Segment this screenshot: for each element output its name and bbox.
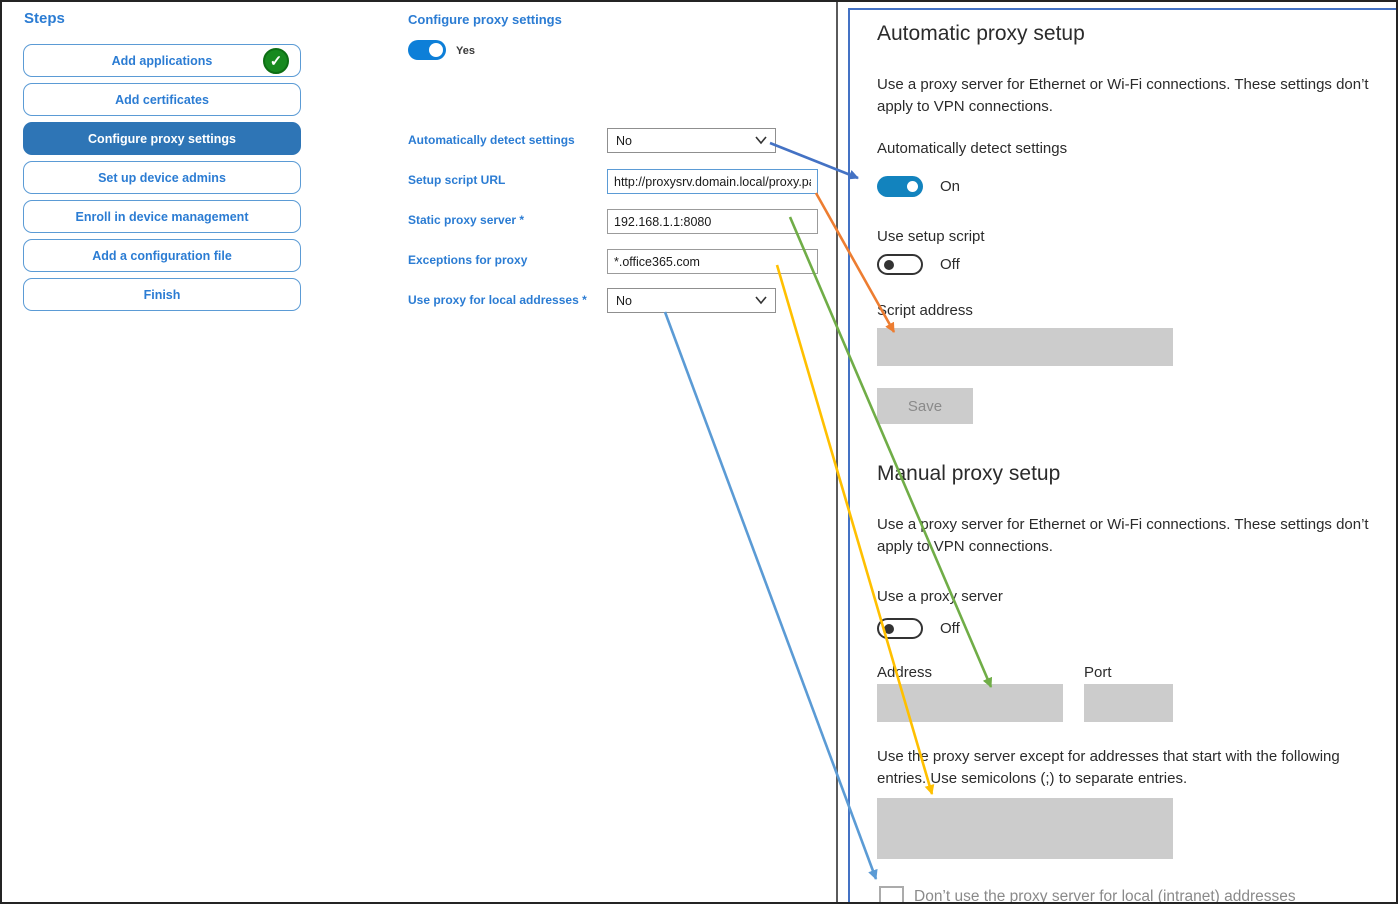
input-setup-script-url[interactable] xyxy=(607,169,818,194)
step-label: Finish xyxy=(143,287,181,302)
step-set-up-device-admins[interactable]: Set up device admins xyxy=(23,161,301,194)
step-label: Add certificates xyxy=(115,92,209,107)
local-intranet-checkbox[interactable] xyxy=(879,886,904,904)
toggle-knob xyxy=(907,181,918,192)
field-label-use-proxy-local: Use proxy for local addresses * xyxy=(408,293,587,307)
step-label: Add applications xyxy=(111,53,213,68)
step-label: Enroll in device management xyxy=(75,209,249,224)
step-label: Add a configuration file xyxy=(92,248,232,263)
toggle-state-label: Yes xyxy=(456,45,475,57)
step-add-applications[interactable]: Add applications ✓ xyxy=(23,44,301,77)
toggle-knob xyxy=(884,623,894,634)
field-label-automatically-detect: Automatically detect settings xyxy=(408,133,575,147)
steps-panel-title: Steps xyxy=(24,10,65,27)
local-addresses-arrow xyxy=(663,311,878,880)
step-add-a-configuration-file[interactable]: Add a configuration file xyxy=(23,239,301,272)
select-value: No xyxy=(616,133,632,148)
step-enroll-in-device-management[interactable]: Enroll in device management xyxy=(23,200,301,233)
chevron-down-icon xyxy=(755,136,767,145)
use-setup-script-label: Use setup script xyxy=(877,228,985,245)
select-automatically-detect[interactable]: No xyxy=(607,128,776,153)
form-title: Configure proxy settings xyxy=(408,12,562,27)
use-proxy-server-toggle[interactable] xyxy=(877,618,923,639)
save-button[interactable]: Save xyxy=(877,388,973,424)
manual-proxy-description: Use a proxy server for Ethernet or Wi-Fi… xyxy=(877,516,1369,555)
automatic-proxy-description: Use a proxy server for Ethernet or Wi-Fi… xyxy=(877,76,1369,115)
port-label: Port xyxy=(1084,664,1112,681)
select-value: No xyxy=(616,293,632,308)
use-setup-script-state: Off xyxy=(940,256,960,273)
step-label: Set up device admins xyxy=(98,170,226,185)
toggle-knob xyxy=(429,43,443,57)
field-label-static-proxy-server: Static proxy server * xyxy=(408,213,525,227)
port-input[interactable] xyxy=(1084,684,1173,722)
step-configure-proxy-settings[interactable]: Configure proxy settings xyxy=(23,122,301,155)
completed-check-icon: ✓ xyxy=(263,48,289,74)
windows-proxy-settings-panel: Automatic proxy setup Use a proxy server… xyxy=(848,8,1398,904)
step-add-certificates[interactable]: Add certificates xyxy=(23,83,301,116)
field-label-setup-script-url: Setup script URL xyxy=(408,173,506,187)
address-label: Address xyxy=(877,664,933,681)
local-intranet-checkbox-label: Don’t use the proxy server for local (in… xyxy=(914,888,1296,904)
step-label: Configure proxy settings xyxy=(88,131,236,146)
use-setup-script-toggle[interactable] xyxy=(877,254,923,275)
detect-settings-state: On xyxy=(940,178,961,195)
configure-proxy-enable-toggle[interactable] xyxy=(408,40,446,60)
field-label-exceptions-for-proxy: Exceptions for proxy xyxy=(408,253,528,267)
panel-divider xyxy=(836,0,838,904)
input-exceptions-for-proxy[interactable] xyxy=(607,249,818,274)
detect-settings-toggle[interactable] xyxy=(877,176,923,197)
use-proxy-server-label: Use a proxy server xyxy=(877,588,1003,605)
script-address-input[interactable] xyxy=(877,328,1173,366)
select-use-proxy-local[interactable]: No xyxy=(607,288,776,313)
automatic-proxy-heading: Automatic proxy setup xyxy=(877,22,1085,45)
input-static-proxy-server[interactable] xyxy=(607,209,818,234)
address-input[interactable] xyxy=(877,684,1063,722)
detect-settings-label: Automatically detect settings xyxy=(877,140,1068,157)
step-finish[interactable]: Finish xyxy=(23,278,301,311)
script-address-label: Script address xyxy=(877,302,973,319)
manual-proxy-heading: Manual proxy setup xyxy=(877,462,1061,485)
toggle-knob xyxy=(884,259,894,270)
use-proxy-server-state: Off xyxy=(940,620,960,637)
proxy-exceptions-input[interactable] xyxy=(877,798,1173,859)
proxy-exceptions-description: Use the proxy server except for addresse… xyxy=(877,748,1340,787)
chevron-down-icon xyxy=(755,296,767,305)
